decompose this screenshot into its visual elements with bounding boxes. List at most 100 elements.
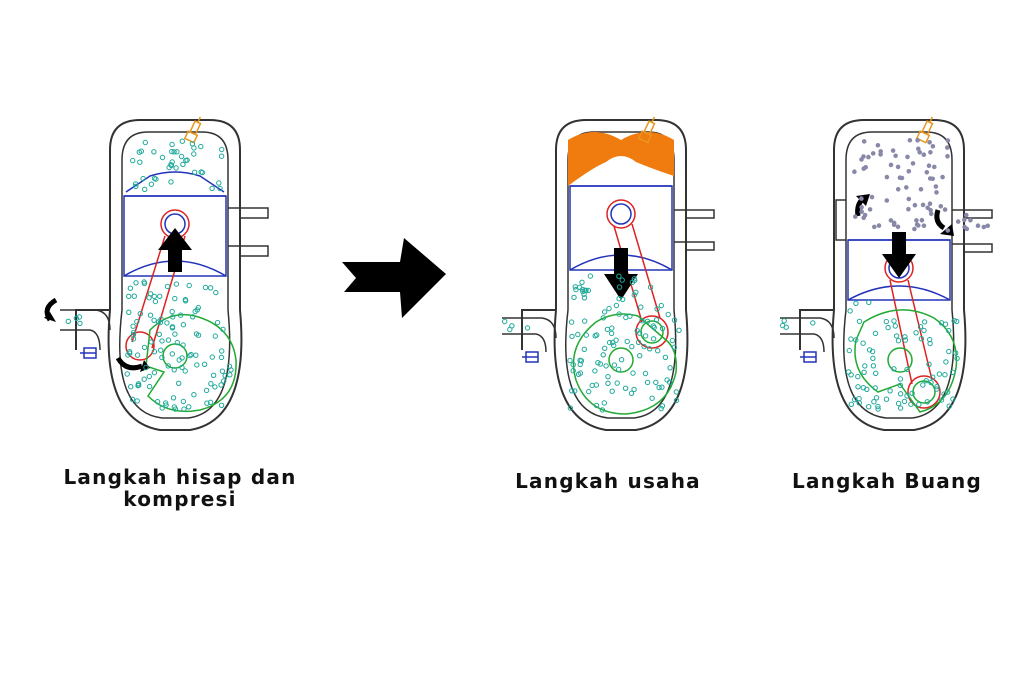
- fuel-particle: [938, 397, 945, 403]
- exhaust-particle: [925, 205, 930, 211]
- fuel-particle: [871, 399, 877, 405]
- cylinder-wall-inner: [121, 131, 229, 310]
- fuel-particle: [610, 339, 616, 346]
- fuel-particle: [571, 294, 577, 301]
- exhaust-particle: [876, 223, 882, 228]
- fuel-particle: [593, 382, 600, 388]
- fuel-particle: [169, 148, 175, 155]
- fuel-particle: [848, 336, 854, 342]
- exhaust-particle: [964, 212, 969, 218]
- fuel-particle: [133, 183, 139, 190]
- fuel-particle: [923, 378, 929, 384]
- fuel-particle: [134, 318, 140, 325]
- fuel-particle: [650, 336, 657, 342]
- fuel-particle: [182, 368, 188, 374]
- spark-plug-icon: [183, 116, 202, 144]
- fuel-particle: [177, 312, 184, 318]
- fuel-particle: [633, 289, 639, 295]
- exhaust-gas-particles: [852, 138, 991, 233]
- fuel-particle: [142, 186, 148, 193]
- fuel-particle: [658, 302, 665, 309]
- fuel-particle: [902, 334, 908, 340]
- exhaust-particle: [962, 224, 967, 230]
- fuel-particle: [603, 363, 609, 369]
- exhaust-particle: [930, 176, 935, 182]
- fuel-particle: [855, 373, 861, 380]
- fuel-particle: [218, 382, 224, 388]
- fuel-particle: [181, 406, 187, 412]
- fuel-particle: [191, 392, 197, 398]
- fuel-particle: [601, 400, 608, 406]
- fuel-particle: [846, 347, 853, 354]
- exhaust-particle: [872, 224, 877, 230]
- fuel-particle: [862, 363, 868, 369]
- exhaust-particle: [975, 223, 981, 228]
- fuel-particle: [614, 380, 620, 386]
- fuel-particle: [573, 286, 579, 293]
- exhaust-particle: [924, 170, 930, 175]
- fuel-particle: [606, 305, 612, 312]
- fuel-particle: [162, 400, 169, 406]
- fuel-particle: [654, 306, 660, 312]
- fuel-particle: [77, 320, 83, 326]
- connecting-rod: [889, 279, 933, 385]
- fuel-particle: [892, 323, 899, 329]
- exhaust-particle: [932, 164, 937, 170]
- exhaust-particle: [920, 202, 926, 208]
- exhaust-particle: [955, 219, 961, 224]
- caption-power-stroke: Langkah usaha: [515, 469, 701, 493]
- fuel-particle: [195, 332, 202, 338]
- exhaust-particle: [933, 184, 939, 189]
- fuel-particle: [133, 280, 139, 286]
- fuel-particle: [180, 342, 186, 348]
- exhaust-particle: [890, 148, 896, 153]
- fuel-particle: [134, 398, 140, 404]
- exhaust-particle: [928, 211, 934, 217]
- exhaust-particle: [928, 207, 933, 213]
- fuel-particle: [866, 404, 872, 410]
- fuel-particle: [586, 388, 592, 395]
- exhaust-particle: [905, 154, 910, 160]
- fuel-particle: [180, 322, 187, 328]
- fuel-particle: [151, 317, 157, 323]
- fuel-particle: [172, 406, 179, 412]
- fuel-particle: [213, 289, 219, 296]
- exhaust-particle: [895, 187, 901, 192]
- fuel-particle: [653, 379, 659, 386]
- fuel-particle: [575, 371, 582, 377]
- fuel-particle: [927, 336, 933, 343]
- fuel-particle: [165, 337, 172, 343]
- fuel-particle: [637, 353, 643, 359]
- fuel-particle: [605, 374, 611, 380]
- fuel-particle: [954, 318, 960, 325]
- fuel-particle: [502, 318, 508, 325]
- fuel-particle: [133, 181, 139, 187]
- fuel-particle: [904, 393, 910, 399]
- exhaust-particle: [938, 204, 944, 209]
- exhaust-particle: [926, 163, 932, 168]
- fuel-particle: [848, 372, 854, 378]
- fuel-mixture-particles: [780, 299, 960, 412]
- fuel-particle: [930, 374, 936, 380]
- fuel-particle: [169, 325, 176, 331]
- fuel-particle: [158, 347, 164, 353]
- exhaust-particle: [927, 201, 933, 206]
- exhaust-particle: [945, 145, 950, 150]
- fuel-particle: [630, 370, 636, 376]
- exhaust-particle: [940, 174, 945, 180]
- fuel-particle: [127, 285, 134, 291]
- fuel-particle: [642, 333, 649, 339]
- fuel-particle: [897, 376, 904, 382]
- exhaust-particle: [859, 196, 864, 201]
- crank-pin: [907, 375, 941, 409]
- exhaust-particle: [897, 175, 903, 180]
- piston-crown: [125, 171, 225, 193]
- fuel-particle: [195, 304, 202, 311]
- exhaust-particle: [912, 226, 917, 232]
- fuel-particle: [883, 396, 890, 402]
- fuel-particle: [885, 324, 891, 331]
- fuel-particle: [946, 348, 952, 355]
- fuel-particle: [639, 318, 645, 324]
- fuel-particle: [135, 381, 142, 387]
- fuel-particle: [647, 284, 654, 290]
